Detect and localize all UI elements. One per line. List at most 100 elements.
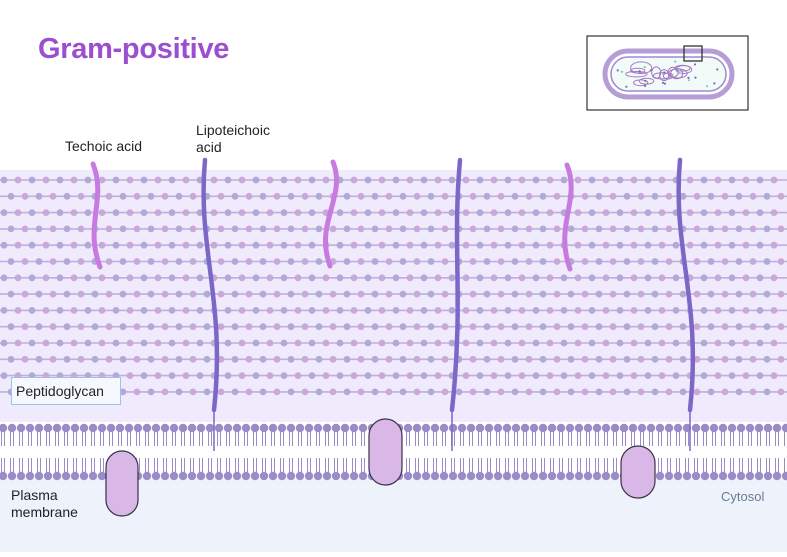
lipid-head [187, 471, 197, 481]
lipid-head [34, 423, 44, 433]
peptidoglycan-node [161, 258, 169, 265]
peptidoglycan-node [91, 355, 99, 363]
peptidoglycan-node [364, 176, 372, 184]
peptidoglycan-node [616, 372, 624, 379]
peptidoglycan-node [350, 241, 358, 249]
peptidoglycan-node [42, 274, 50, 282]
peptidoglycan-node [14, 241, 22, 249]
peptidoglycan-node [441, 258, 449, 265]
peptidoglycan-node [567, 290, 575, 298]
plasma-label-line1: Plasma [11, 487, 58, 503]
peptidoglycan-node [259, 323, 267, 331]
peptidoglycan-node [7, 225, 15, 233]
peptidoglycan-node [189, 388, 197, 396]
lipid-head [592, 423, 602, 433]
ribosome-dot [649, 69, 653, 72]
peptidoglycan-node [497, 323, 505, 331]
inset-zoom-box [683, 45, 703, 62]
peptidoglycan-node [378, 209, 386, 217]
peptidoglycan-node [672, 307, 680, 314]
lipid-head [736, 471, 746, 481]
peptidoglycan-node [154, 176, 162, 184]
peptidoglycan-node [238, 176, 246, 184]
peptidoglycan-node [385, 258, 393, 265]
peptidoglycan-node [735, 225, 743, 233]
peptidoglycan-node [196, 241, 204, 249]
peptidoglycan-node [581, 290, 589, 298]
membrane-protein [368, 418, 403, 486]
peptidoglycan-node [231, 355, 239, 363]
lipid-head [745, 471, 755, 481]
peptidoglycan-node [588, 307, 596, 314]
peptidoglycan-node [98, 241, 106, 249]
peptidoglycan-node [462, 339, 470, 347]
peptidoglycan-node [735, 290, 743, 298]
peptidoglycan-node [427, 258, 435, 265]
peptidoglycan-node [182, 274, 190, 282]
peptidoglycan-node [308, 176, 316, 184]
peptidoglycan-node [679, 355, 687, 363]
lipid-head [0, 471, 8, 481]
lipid-head [520, 471, 530, 481]
peptidoglycan-node [224, 339, 232, 347]
peptidoglycan-node [707, 355, 715, 363]
lipid-head [538, 471, 548, 481]
peptidoglycan-node [532, 339, 540, 347]
peptidoglycan-node [420, 274, 428, 282]
peptidoglycan-node [700, 307, 708, 314]
peptidoglycan-node [420, 176, 428, 184]
peptidoglycan-node [154, 274, 162, 282]
peptidoglycan-node [14, 274, 22, 282]
peptidoglycan-node [490, 307, 498, 314]
peptidoglycan-node [700, 241, 708, 249]
peptidoglycan-node [553, 225, 561, 233]
peptidoglycan-node [315, 290, 323, 298]
peptidoglycan-node [525, 323, 533, 331]
peptidoglycan-node [294, 372, 302, 379]
lipid-head [52, 423, 62, 433]
peptidoglycan-node [315, 258, 323, 265]
peptidoglycan-node [427, 225, 435, 233]
peptidoglycan-node [28, 274, 36, 282]
peptidoglycan-node [763, 258, 771, 265]
peptidoglycan-node [595, 355, 603, 363]
peptidoglycan-node [693, 323, 701, 331]
ribosome-dot [661, 81, 665, 84]
peptidoglycan-node [329, 290, 337, 298]
peptidoglycan-node [357, 290, 365, 298]
peptidoglycan-node [287, 192, 295, 200]
lipid-head [205, 471, 215, 481]
peptidoglycan-node [483, 323, 491, 331]
lipid-head [259, 423, 269, 433]
peptidoglycan-node [602, 274, 610, 282]
peptidoglycan-node [133, 290, 141, 298]
lipid-head [538, 423, 548, 433]
peptidoglycan-node [364, 209, 372, 217]
peptidoglycan-node [336, 274, 344, 282]
peptidoglycan-node [259, 355, 267, 363]
peptidoglycan-node [28, 209, 36, 217]
peptidoglycan-label: Peptidoglycan [11, 377, 121, 405]
peptidoglycan-node [21, 355, 29, 363]
lipid-head [664, 471, 674, 481]
peptidoglycan-node [280, 339, 288, 347]
peptidoglycan-node [546, 274, 554, 282]
peptidoglycan-node [175, 225, 183, 233]
peptidoglycan-node [539, 192, 547, 200]
lipid-head [412, 423, 422, 433]
peptidoglycan-node [49, 290, 57, 298]
peptidoglycan-node [560, 176, 568, 184]
peptidoglycan-node [357, 355, 365, 363]
lipoteichoic-acid-chain [676, 157, 696, 413]
peptidoglycan-node [623, 323, 631, 331]
peptidoglycan-node [672, 274, 680, 282]
peptidoglycan-node [525, 225, 533, 233]
peptidoglycan-node [378, 274, 386, 282]
peptidoglycan-node [665, 388, 673, 396]
peptidoglycan-node [112, 176, 120, 184]
peptidoglycan-node [231, 290, 239, 298]
peptidoglycan-node [336, 209, 344, 217]
peptidoglycan-node [280, 209, 288, 217]
peptidoglycan-node [609, 192, 617, 200]
cytosol-label: Cytosol [721, 489, 765, 504]
